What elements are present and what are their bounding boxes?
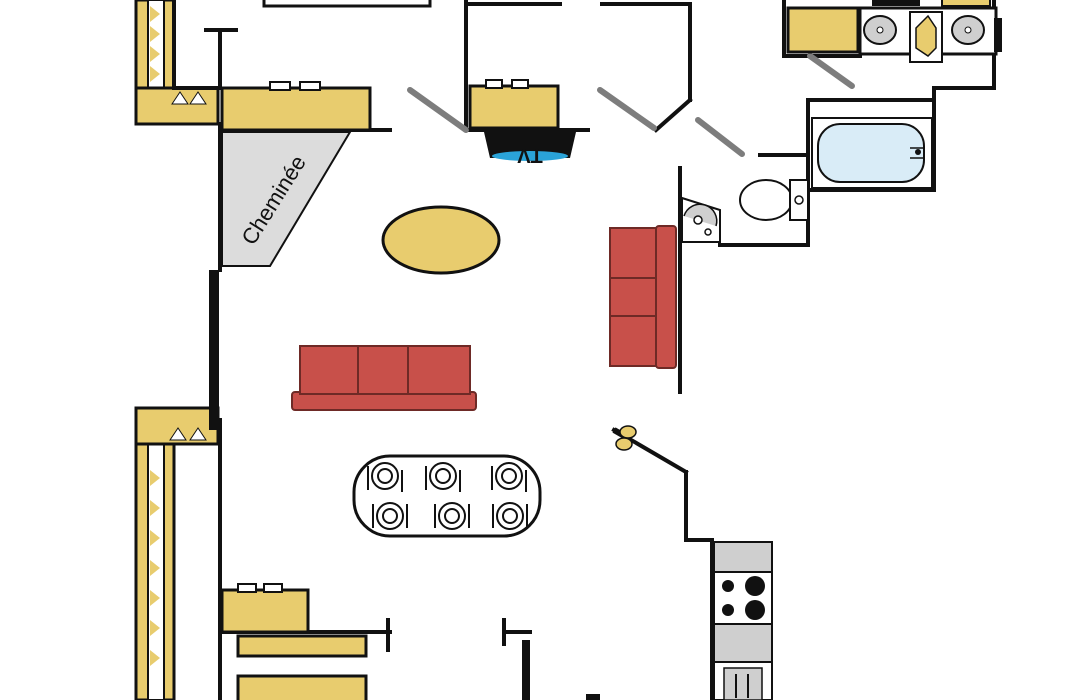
bed-icon-upper-left	[220, 81, 372, 132]
small-sink-icon	[681, 196, 721, 243]
stove-icon	[713, 541, 773, 700]
walls	[172, 0, 996, 700]
sofa-icon-side	[609, 225, 677, 369]
tv-icon: TV	[484, 132, 576, 166]
dining-table-icon	[352, 454, 542, 538]
lower-floor-mark	[586, 694, 600, 700]
bed-icon-upper-middle	[468, 79, 560, 130]
vanity-sink-icon	[786, 0, 1002, 63]
toilet-icon	[739, 179, 809, 221]
window-icon-lower-left	[134, 406, 220, 700]
bathtub-icon	[811, 117, 933, 189]
top-dresser	[262, 0, 432, 8]
fireplace-icon: Cheminée	[221, 131, 352, 267]
window-icon-upper-left	[134, 0, 220, 126]
sofa-icon-main	[291, 345, 477, 411]
door-icons	[407, 53, 855, 157]
coffee-table	[381, 205, 501, 275]
tv-label: TV	[517, 144, 543, 166]
entry-door-icon	[612, 425, 637, 451]
bed-icon-lower-left	[220, 583, 368, 700]
